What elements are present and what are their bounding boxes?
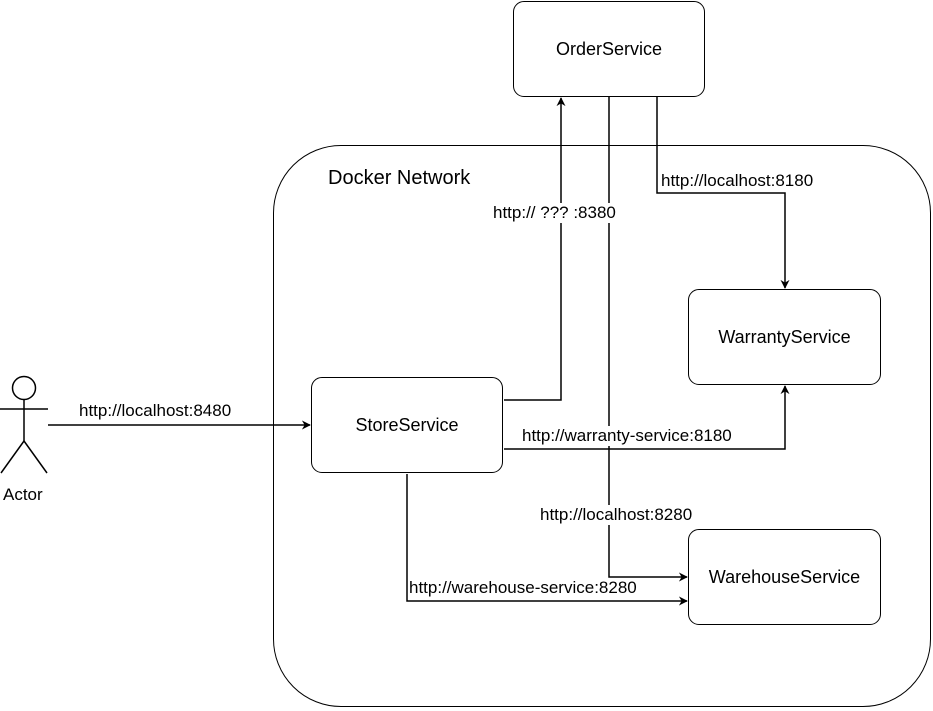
edge-label-store-to-order: http:// ??? :8380	[492, 203, 617, 223]
edge-order-to-warehouse	[608, 97, 688, 582]
edge-label-store-to-warranty: http://warranty-service:8180	[521, 426, 733, 446]
store-service-label: StoreService	[355, 414, 459, 435]
store-service-node[interactable]: StoreService	[311, 377, 503, 473]
edge-store-to-warranty	[504, 385, 790, 450]
order-service-node[interactable]: OrderService	[513, 1, 705, 97]
warranty-service-label: WarrantyService	[718, 326, 851, 347]
actor-label: Actor	[3, 485, 43, 504]
warranty-service-node[interactable]: WarrantyService	[688, 289, 881, 385]
edge-store-to-order	[504, 97, 566, 401]
edge-order-to-warranty	[656, 97, 790, 289]
edge-label-order-to-warehouse: http://localhost:8280	[539, 505, 694, 525]
warehouse-service-node[interactable]: WarehouseService	[688, 529, 881, 625]
edge-label-store-to-warehouse: http://warehouse-service:8280	[408, 578, 638, 598]
edge-store-to-warehouse	[406, 474, 688, 606]
edge-label-order-to-warranty: http://localhost:8180	[660, 171, 815, 191]
actor-icon	[0, 375, 48, 474]
docker-network-title: Docker Network	[328, 167, 471, 189]
edge-label-actor-to-store: http://localhost:8480	[78, 401, 233, 421]
order-service-label: OrderService	[555, 38, 663, 59]
warehouse-service-label: WarehouseService	[708, 566, 861, 587]
